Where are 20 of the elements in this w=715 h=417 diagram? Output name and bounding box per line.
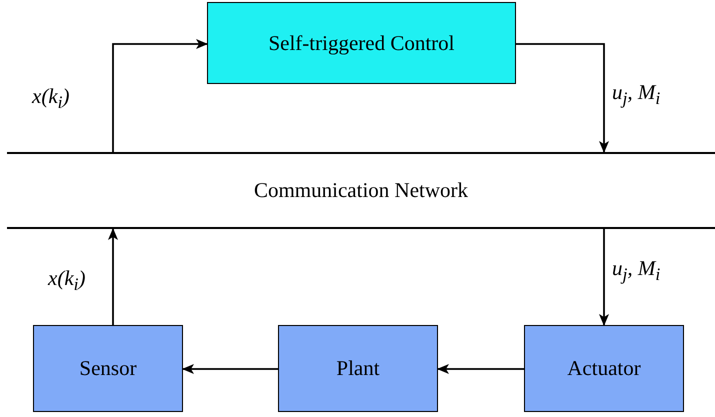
arrow — [516, 43, 609, 153]
network-band — [7, 152, 715, 229]
box-label: Plant — [336, 356, 380, 381]
box-label: Self-triggered Control — [268, 30, 455, 56]
arrow — [108, 228, 118, 325]
box-label: Sensor — [79, 356, 137, 381]
edge-label: x(k$_{i}$) — [48, 266, 86, 296]
process-box — [207, 2, 516, 84]
process-box — [33, 325, 183, 412]
arrow — [599, 229, 609, 326]
edge-label: u$_{j}$, M$_{i}$ — [612, 256, 660, 286]
process-box — [524, 325, 684, 412]
arrow — [112, 39, 208, 152]
edge-label: x(k$_{i}$) — [32, 84, 70, 114]
edge-label: u$_{j}$, M$_{i}$ — [612, 80, 660, 110]
arrow — [182, 364, 278, 374]
arrow — [437, 364, 524, 374]
box-label: Actuator — [567, 356, 641, 381]
process-box — [278, 325, 438, 412]
network-label: Communication Network — [254, 178, 468, 203]
